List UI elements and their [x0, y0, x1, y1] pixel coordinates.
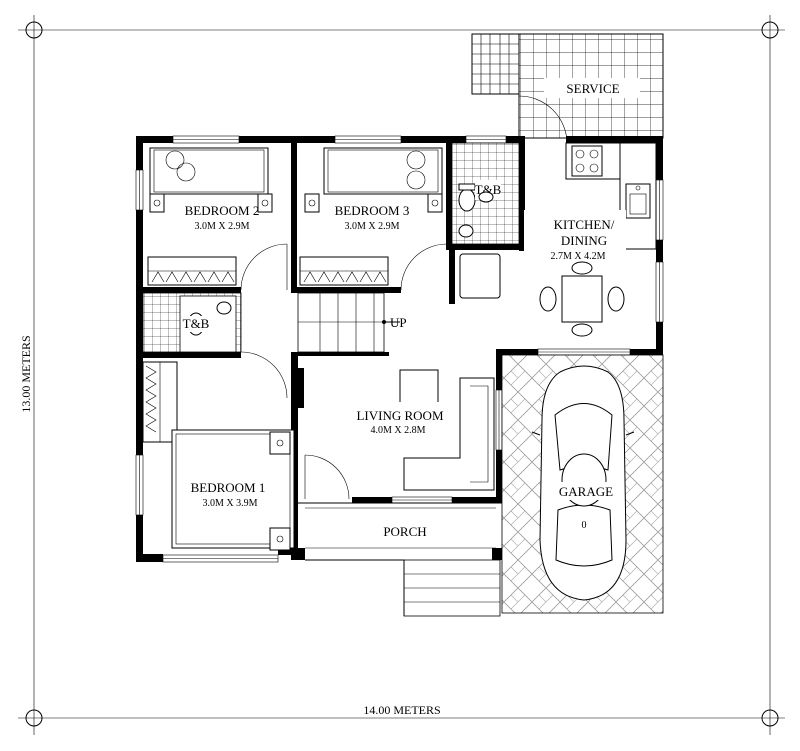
- car-emblem: 0: [582, 520, 587, 531]
- porch: PORCH: [298, 502, 502, 617]
- service-label: SERVICE: [566, 81, 619, 96]
- porch-label: PORCH: [383, 524, 426, 539]
- dimension-lines: 14.00 METERS 13.00 METERS: [18, 15, 785, 735]
- living-room-label: LIVING ROOM: [356, 408, 443, 423]
- bedroom-2: BEDROOM 2 3.0M X 2.9M: [147, 147, 288, 291]
- bedroom-1-label: BEDROOM 1: [191, 480, 266, 495]
- garage-label: GARAGE: [559, 484, 613, 499]
- bedroom-3-size: 3.0M X 2.9M: [344, 221, 399, 232]
- tb-lower-label: T&B: [183, 316, 210, 331]
- corner-marker-bottom-left: [25, 709, 43, 727]
- bedroom-1-size: 3.0M X 3.9M: [202, 498, 257, 509]
- corner-marker-top-left: [25, 21, 43, 39]
- kitchen-label-line2: DINING: [561, 233, 607, 248]
- living-room: LIVING ROOM 4.0M X 2.8M: [298, 368, 495, 500]
- kitchen-label-line1: KITCHEN/: [554, 217, 615, 232]
- stair-up-label: UP: [390, 315, 407, 330]
- bedroom-2-label: BEDROOM 2: [185, 203, 260, 218]
- kitchen-dining: KITCHEN/ DINING 2.7M X 4.2M: [459, 95, 657, 337]
- bedroom-3-label: BEDROOM 3: [335, 203, 410, 218]
- bathroom-upper: T&B: [451, 142, 520, 245]
- dimension-height-label: 13.00 METERS: [19, 335, 33, 412]
- service-area: SERVICE: [471, 33, 664, 139]
- stair-hall: UP: [297, 292, 407, 353]
- bedroom-1: BEDROOM 1 3.0M X 3.9M: [142, 361, 295, 551]
- windows: [135, 135, 664, 563]
- dimension-width-label: 14.00 METERS: [363, 703, 440, 717]
- garage: GARAGE 0: [501, 354, 664, 614]
- living-room-size: 4.0M X 2.8M: [370, 425, 425, 436]
- corner-marker-top-right: [761, 21, 779, 39]
- bedroom-3: BEDROOM 3 3.0M X 2.9M: [299, 147, 448, 291]
- corner-marker-bottom-right: [761, 709, 779, 727]
- bedroom-2-size: 3.0M X 2.9M: [194, 221, 249, 232]
- bathroom-lower: T&B: [142, 292, 288, 399]
- kitchen-size: 2.7M X 4.2M: [550, 251, 605, 262]
